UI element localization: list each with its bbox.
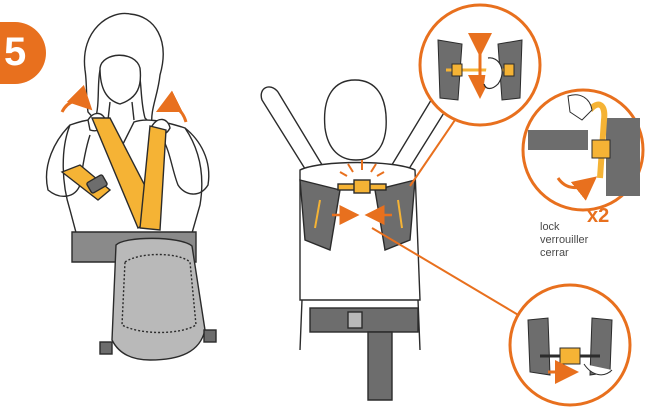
label-lock-fr: verrouiller xyxy=(540,234,588,247)
rotate-arrow-right xyxy=(164,107,186,122)
rotate-arrow-left xyxy=(62,101,86,112)
zoom-circle-adjust xyxy=(420,5,540,125)
zoom-circle-chest-strap xyxy=(510,285,630,405)
hanging-strap xyxy=(368,332,392,400)
label-lock-es: cerrar xyxy=(540,247,569,260)
repeat-twice-label: x2 xyxy=(587,205,609,228)
center-figure xyxy=(261,80,453,400)
face xyxy=(100,55,140,104)
carrier-panel xyxy=(112,238,205,360)
back-waist-belt xyxy=(310,308,418,332)
left-figure xyxy=(47,13,216,360)
label-lock-en: lock xyxy=(540,221,560,234)
zoom-circle-lock xyxy=(523,90,643,210)
head-back xyxy=(325,80,387,160)
